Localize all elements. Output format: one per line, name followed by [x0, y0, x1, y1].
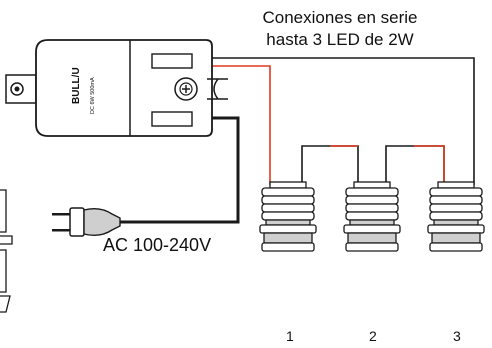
- wires: [120, 57, 475, 224]
- input-voltage-label: AC 100-240V: [103, 235, 212, 255]
- wire-lamp1-to-lamp2: [301, 145, 359, 185]
- title-line-1: Conexiones en serie: [262, 8, 418, 27]
- lamp-number-3: 3: [453, 328, 461, 344]
- wire-ac-input: [120, 116, 240, 224]
- output-terminal-top: [151, 53, 193, 69]
- title-line-2: hasta 3 LED de 2W: [266, 30, 414, 49]
- driver-spec: DC 6W 500mA: [90, 77, 96, 114]
- led-lamp-2: [343, 181, 401, 252]
- wire-output-positive: [208, 65, 271, 185]
- lamp-group: [259, 181, 485, 252]
- output-terminal-bottom: [151, 111, 193, 127]
- edge-lamp: [0, 189, 13, 313]
- led-driver: BULL/U DC 6W 500mA: [5, 39, 228, 137]
- driver-brand: BULL/U: [71, 67, 82, 104]
- led-lamp-1: [259, 181, 317, 252]
- wire-output-negative: [208, 57, 475, 185]
- lamp-number-2: 2: [369, 328, 377, 344]
- ac-plug: [52, 207, 121, 237]
- clip-icon: [207, 78, 228, 100]
- lamp-number-1: 1: [286, 328, 294, 344]
- led-lamp-3: [427, 181, 485, 252]
- wire-lamp2-to-lamp3: [385, 145, 445, 185]
- wire-lamp2-to-lamp3-positive: [414, 145, 445, 185]
